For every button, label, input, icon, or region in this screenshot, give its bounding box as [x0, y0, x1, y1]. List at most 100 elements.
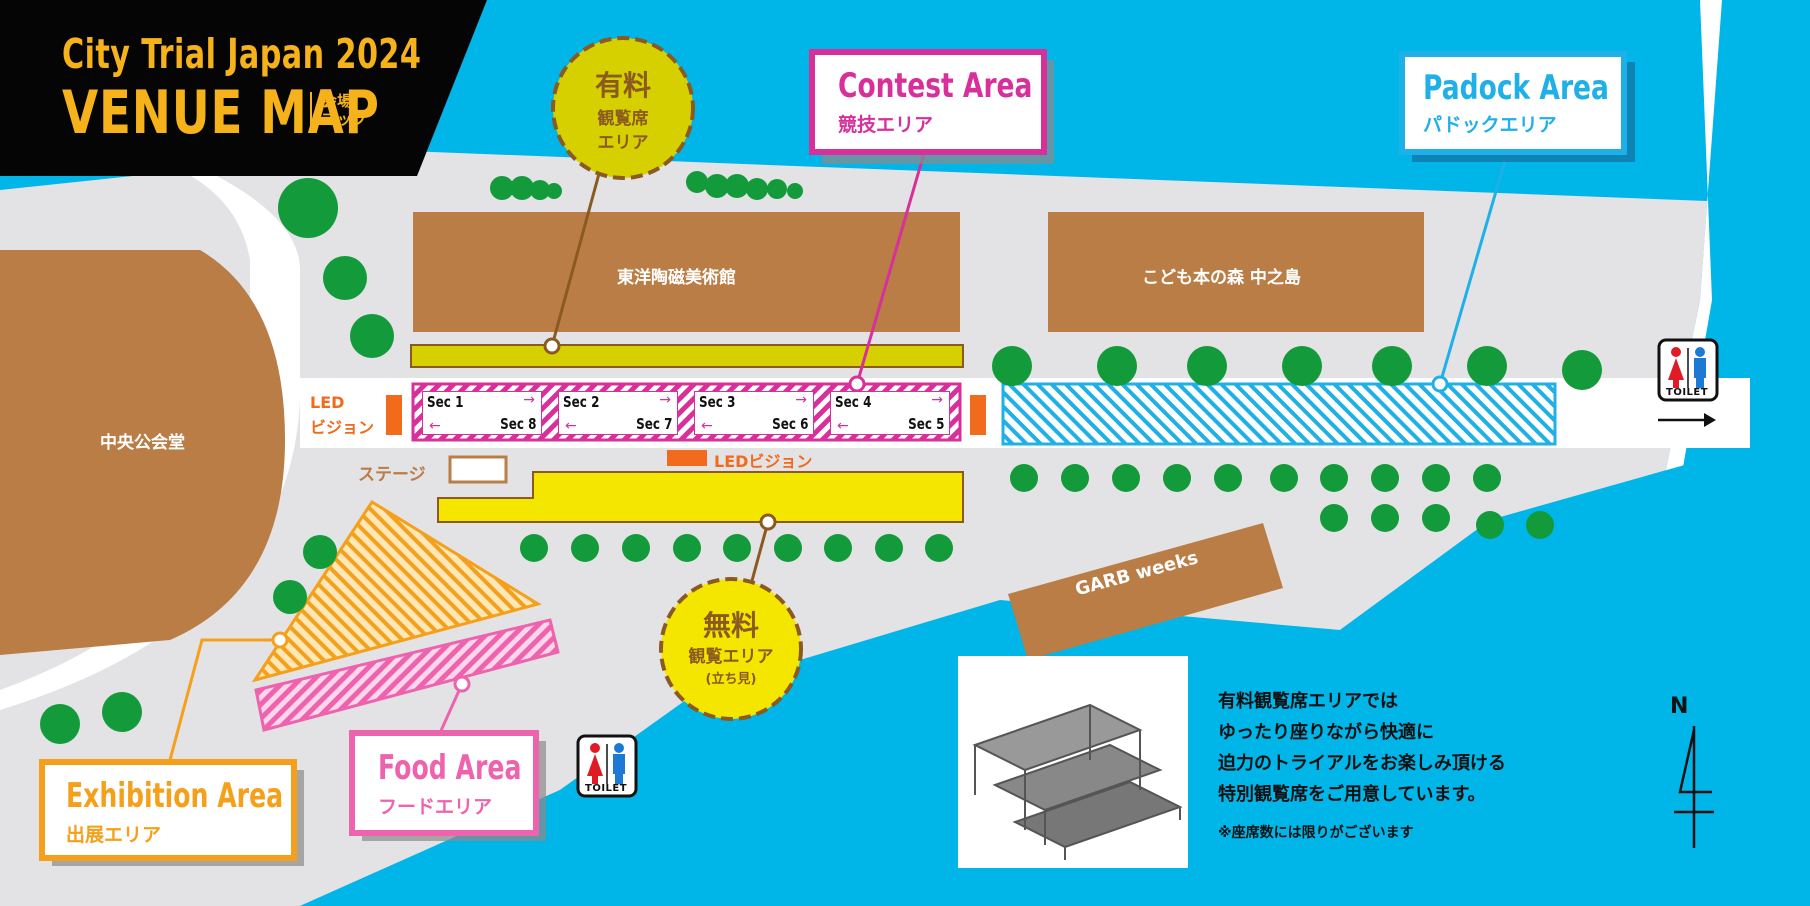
led-left-label-1: LED: [310, 393, 345, 412]
description-line: 特別観覧席をご用意しています。: [1218, 784, 1486, 805]
arrow-left-icon: ←: [565, 418, 577, 434]
description-line: 有料観覧席エリアでは: [1218, 691, 1398, 712]
paid-seat-circle: [551, 36, 695, 180]
arrow-right-icon: →: [795, 392, 807, 408]
tree: [1372, 346, 1412, 386]
tree: [1061, 464, 1089, 492]
padock-area: [1001, 382, 1557, 446]
callout-line-paid: [550, 169, 602, 347]
museum-label: 東洋陶磁美術館: [617, 268, 736, 288]
arrow-right-icon: →: [523, 392, 535, 408]
stage-box: [448, 455, 508, 484]
led-center-label: LEDビジョン: [714, 452, 813, 471]
toilet-label: TOILET: [585, 783, 628, 794]
tree: [1371, 504, 1399, 532]
north-arrow-icon: [1674, 726, 1714, 848]
tree: [875, 534, 903, 562]
callout-line-exhibition: [168, 638, 280, 761]
section-label-top: Sec 1: [427, 393, 464, 411]
section-label-top: Sec 3: [699, 393, 736, 411]
tree: [1214, 464, 1242, 492]
padock-label-box: [1399, 51, 1627, 155]
tree: [1476, 511, 1504, 539]
seat-limit-note: ※座席数には限りがございます: [1218, 825, 1414, 841]
tree: [530, 180, 550, 200]
description-line: ゆったり座りながら快適に: [1218, 722, 1434, 743]
exhibition-area: [251, 499, 542, 683]
tree: [102, 692, 142, 732]
building-kodomo: [1048, 212, 1424, 332]
section-label-bottom: Sec 5: [908, 415, 945, 433]
arrow-left-icon: ←: [837, 418, 849, 434]
paid-seat-title: 有料: [594, 69, 651, 102]
north-label: N: [1670, 694, 1689, 719]
free-area-sub2: (立ち見): [705, 672, 757, 687]
free-area-circle: [659, 577, 803, 721]
tree: [992, 346, 1032, 386]
paid-seating-strip: [410, 344, 964, 368]
tree: [1526, 511, 1554, 539]
stage-label: ステージ: [358, 465, 426, 485]
tree: [273, 580, 307, 614]
tree: [925, 534, 953, 562]
event-title: City Trial Japan 2024: [62, 30, 422, 78]
food-label-box: [349, 730, 539, 836]
paid-seat-sub1: 観覧席: [597, 109, 649, 129]
arrow-left-icon: ←: [701, 418, 713, 434]
padock-label-en: Padock Area: [1423, 68, 1609, 108]
map-title-jp: 会場 マップ: [310, 92, 367, 128]
tree: [787, 183, 803, 199]
food-label-jp: フードエリア: [378, 796, 493, 818]
building-garb: [1008, 523, 1283, 660]
tree: [622, 534, 650, 562]
tree: [1422, 504, 1450, 532]
toilet-label: TOILET: [1666, 387, 1709, 398]
led-screen-left: [386, 395, 402, 435]
led-left-label-2: ビジョン: [310, 418, 375, 437]
led-screen-center: [667, 450, 707, 466]
section-label-top: Sec 2: [563, 393, 600, 411]
tree: [1282, 346, 1322, 386]
tree: [490, 176, 514, 200]
tree: [1473, 464, 1501, 492]
tree: [723, 534, 751, 562]
tree: [350, 314, 394, 358]
exhibition-label-jp: 出展エリア: [66, 824, 162, 846]
exhibition-label-box: [39, 759, 297, 861]
tree: [323, 256, 367, 300]
tree: [1422, 464, 1450, 492]
tree: [571, 534, 599, 562]
tree: [705, 174, 729, 198]
tree: [686, 171, 708, 193]
tree: [1467, 346, 1507, 386]
tree: [510, 176, 534, 200]
tree: [1320, 464, 1348, 492]
tree: [1371, 464, 1399, 492]
map-title-jp-line2: マップ: [322, 110, 368, 128]
padock-label-jp: パドックエリア: [1423, 114, 1557, 136]
arrow-right-icon: →: [659, 392, 671, 408]
tree: [1187, 346, 1227, 386]
tree: [767, 179, 787, 199]
trees: [40, 171, 1602, 744]
map-title: VENUE MAP: [62, 78, 380, 148]
callout-line-padock: [1438, 149, 1510, 385]
free-area-sub1: 観覧エリア: [688, 647, 774, 667]
tree: [520, 534, 548, 562]
free-area: [437, 471, 964, 523]
tree: [673, 534, 701, 562]
map-title-jp-line1: 会場: [322, 92, 353, 110]
hall-label: 中央公会堂: [100, 433, 185, 453]
contest-label-en: Contest Area: [838, 66, 1033, 106]
tree: [774, 534, 802, 562]
title-background: [0, 0, 487, 176]
exhibition-label-en: Exhibition Area: [66, 776, 284, 816]
toilet-icon: [576, 734, 638, 798]
callout-line-free: [748, 521, 770, 589]
callout-line-food: [438, 683, 464, 734]
